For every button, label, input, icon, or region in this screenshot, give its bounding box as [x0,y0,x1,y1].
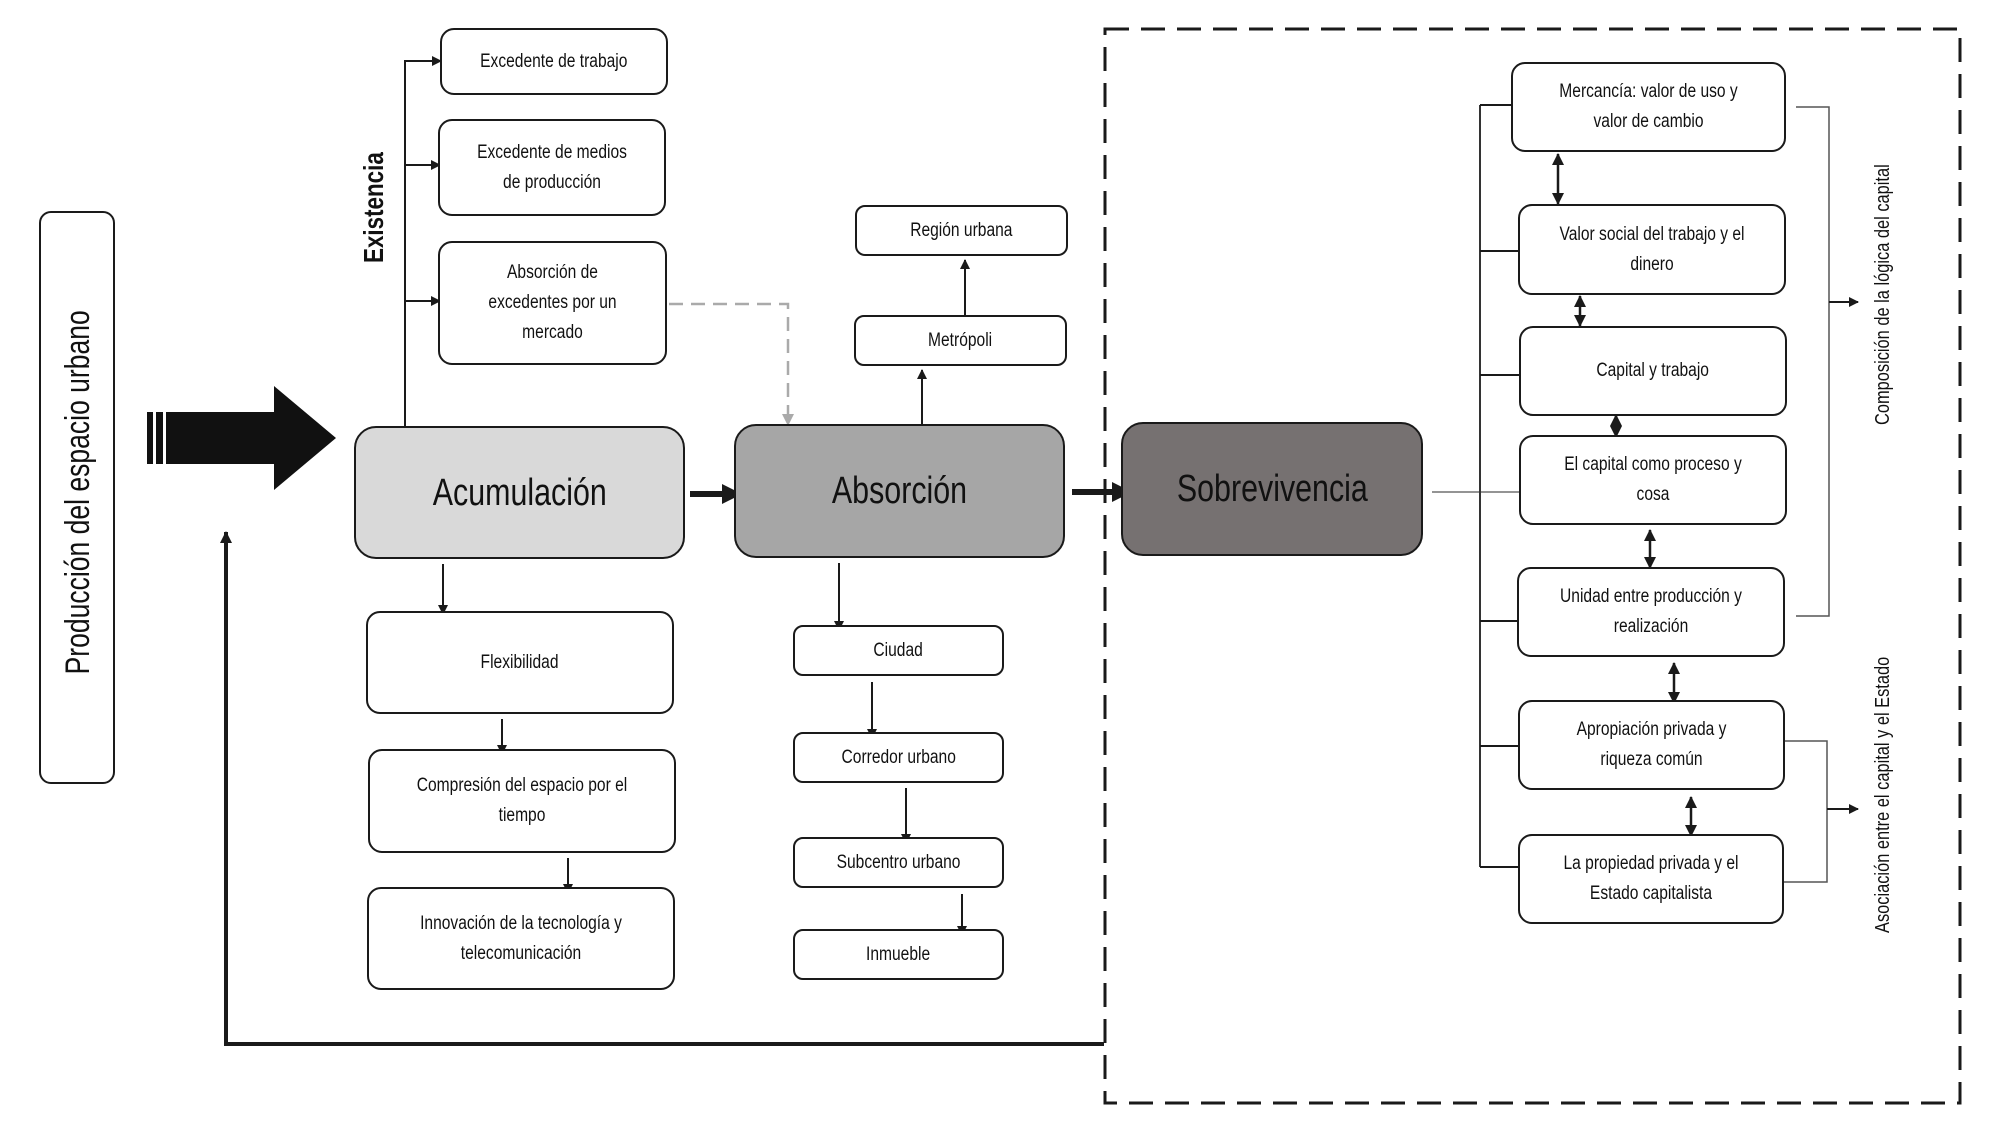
stage-absorcion[interactable]: Absorción [734,424,1065,558]
absorcion-up-item[interactable]: Región urbana [855,205,1068,256]
sobrevivencia-item[interactable]: Unidad entre producción y realización [1517,567,1785,657]
absorcion-down-item[interactable]: Corredor urbano [793,732,1004,783]
absorcion-down-item[interactable]: Subcentro urbano [793,837,1004,888]
title-box [39,211,115,784]
acumulacion-item[interactable]: Innovación de la tecnología y telecomuni… [367,887,675,990]
existencia-item[interactable]: Excedente de trabajo [440,28,668,95]
existencia-item[interactable]: Excedente de medios de producción [438,119,666,216]
feedback-loop-line [220,531,1104,1046]
big-arrow-icon [147,386,336,490]
absorcion-down-item[interactable]: Inmueble [793,929,1004,980]
sobrevivencia-item[interactable]: Apropiación privada y riqueza común [1518,700,1785,790]
acumulacion-item[interactable]: Compresión del espacio por el tiempo [368,749,676,853]
absorcion-up-item[interactable]: Metrópoli [854,315,1067,366]
sobrevivencia-item[interactable]: La propiedad privada y el Estado capital… [1518,834,1784,924]
existencia-label: Existencia [358,152,389,263]
sobrevivencia-item[interactable]: Capital y trabajo [1519,326,1787,416]
group-label-logica-capital: Composición de la lógica del capital [1872,164,1894,425]
existencia-item[interactable]: Absorción de excedentes por un mercado [438,241,667,365]
logica-capital-bracket [1796,106,1830,617]
stage-acumulacion[interactable]: Acumulación [354,426,685,559]
absorcion-down-item[interactable]: Ciudad [793,625,1004,676]
page-title: Producción del espacio urbano [59,310,97,675]
stage-sobrevivencia[interactable]: Sobrevivencia [1121,422,1423,556]
capital-estado-bracket [1783,740,1828,883]
sobrevivencia-item[interactable]: Valor social del trabajo y el dinero [1518,204,1786,295]
sobrevivencia-dashed-region [1103,27,1962,1105]
sobrevivencia-item[interactable]: Mercancía: valor de uso y valor de cambi… [1511,62,1786,152]
group-label-capital-estado: Asociación entre el capital y el Estado [1872,656,1894,933]
acumulacion-item[interactable]: Flexibilidad [366,611,674,714]
dashed-link [669,302,794,426]
sobrevivencia-item[interactable]: El capital como proceso y cosa [1519,435,1787,525]
